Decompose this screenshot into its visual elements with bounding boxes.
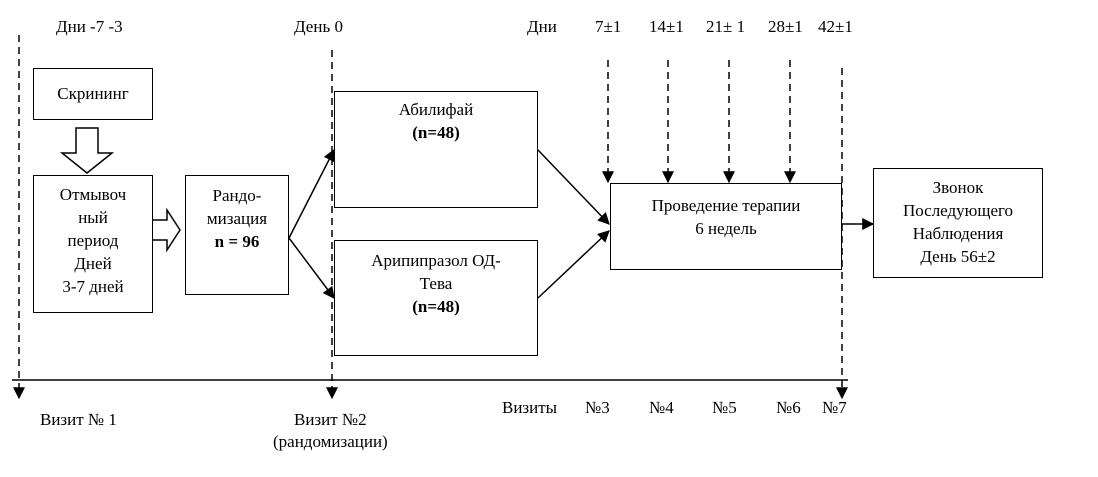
visit-5-label: №5: [712, 398, 737, 417]
abilify-box: Абилифай (n=48): [334, 91, 538, 208]
therapy-box: Проведение терапии 6 недель: [610, 183, 842, 270]
visit-4-label: №4: [649, 398, 674, 417]
screening-label: Скрининг: [57, 84, 129, 103]
followup-line-2: Последующего: [902, 201, 1014, 220]
arrow-aripiprazole-to-therapy: [537, 230, 610, 299]
therapy-line-2: 6 недель: [695, 219, 757, 238]
day-28-label: 28±1: [768, 17, 803, 36]
day-42-label: 42±1: [818, 17, 853, 36]
arrow-to-abilify: [288, 148, 335, 239]
visit-2-sublabel: (рандомизации): [273, 432, 388, 451]
randomization-box: Рандо- мизация n = 96: [185, 175, 289, 295]
followup-line-1: Звонок: [932, 178, 984, 197]
day-21-label: 21± 1: [706, 17, 746, 36]
screening-box: Скрининг: [33, 68, 153, 120]
visit-1-label: Визит № 1: [40, 410, 117, 429]
days-screening-label: Дни -7 -3: [56, 17, 123, 36]
followup-box: Звонок Последующего Наблюдения День 56±2: [873, 168, 1043, 278]
washout-line-5: 3-7 дней: [62, 277, 124, 296]
day-14-label: 14±1: [649, 17, 684, 36]
visit-3-label: №3: [585, 398, 610, 417]
followup-line-3: Наблюдения: [912, 224, 1004, 243]
abilify-n: (n=48): [412, 123, 460, 142]
visit-7-label: №7: [822, 398, 847, 417]
hollow-down-arrow: [59, 127, 115, 174]
washout-box: Отмывоч ный период Дней 3-7 дней: [33, 175, 153, 313]
arrow-to-aripiprazole: [288, 237, 335, 299]
washout-line-3: период: [67, 231, 119, 250]
arrow-abilify-to-therapy: [537, 149, 610, 225]
aripiprazole-line-2: Тева: [419, 274, 453, 293]
hollow-right-arrow: [150, 207, 181, 253]
aripiprazole-line-1: Арипипразол ОД-: [371, 251, 501, 270]
day-zero-label: День 0: [294, 17, 343, 36]
day-7-label: 7±1: [595, 17, 622, 36]
visit-2-label: Визит №2: [294, 410, 367, 429]
randomization-line-1: Рандо-: [212, 186, 262, 205]
washout-line-2: ный: [78, 208, 108, 227]
washout-line-4: Дней: [74, 254, 112, 273]
visit-6-label: №6: [776, 398, 801, 417]
washout-line-1: Отмывоч: [59, 185, 127, 204]
aripiprazole-n: (n=48): [412, 297, 460, 316]
days-label: Дни: [527, 17, 557, 36]
visits-label: Визиты: [502, 398, 558, 417]
followup-line-4: День 56±2: [920, 247, 996, 266]
randomization-n: n = 96: [214, 232, 260, 251]
randomization-line-2: мизация: [206, 209, 268, 228]
therapy-line-1: Проведение терапии: [651, 196, 801, 215]
aripiprazole-box: Арипипразол ОД- Тева (n=48): [334, 240, 538, 356]
abilify-label: Абилифай: [398, 100, 474, 119]
